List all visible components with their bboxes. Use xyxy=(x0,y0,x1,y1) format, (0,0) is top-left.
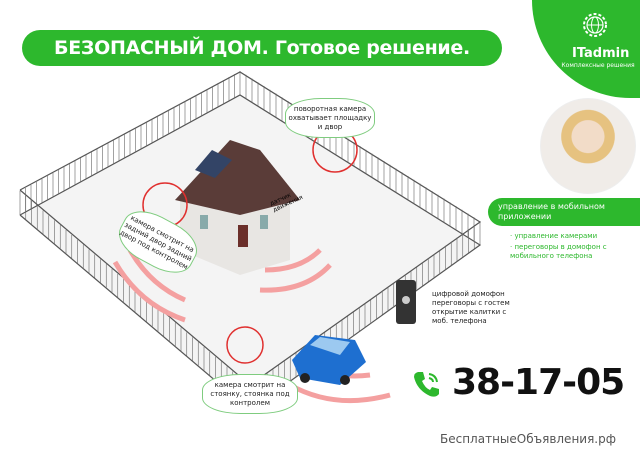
mobile-app-banner: управление в мобильном приложении xyxy=(488,198,640,226)
rotating-camera-callout: поворотная камера охватывает площадку и … xyxy=(285,98,375,138)
bullet-text: управление камерами xyxy=(514,232,598,240)
globe-gear-icon xyxy=(583,13,607,37)
car xyxy=(292,335,366,385)
intercom-callout: цифровой домофон переговоры с гостем отк… xyxy=(432,290,510,325)
logo-name: ITadmin xyxy=(572,46,630,61)
bullet-cameras: · управление камерами xyxy=(510,232,598,240)
logo-tagline: Комплексные решения xyxy=(561,62,635,69)
phone-number[interactable]: 38-17-05 xyxy=(452,362,625,403)
woman-with-phone-photo xyxy=(540,98,636,194)
house xyxy=(175,140,300,275)
watermark: БесплатныеОбъявления.рф xyxy=(440,432,616,446)
page-title: БЕЗОПАСНЫЙ ДОМ. Готовое решение. xyxy=(22,30,502,66)
intercom-device xyxy=(396,280,416,324)
parking-camera-callout: камера смотрит на стоянку, стоянка под к… xyxy=(202,374,298,414)
bullet-intercom: · переговоры в домофон с мобильного теле… xyxy=(510,243,607,260)
phone-icon xyxy=(414,372,439,397)
bullet-text: переговоры в домофон с мобильного телефо… xyxy=(510,243,607,260)
